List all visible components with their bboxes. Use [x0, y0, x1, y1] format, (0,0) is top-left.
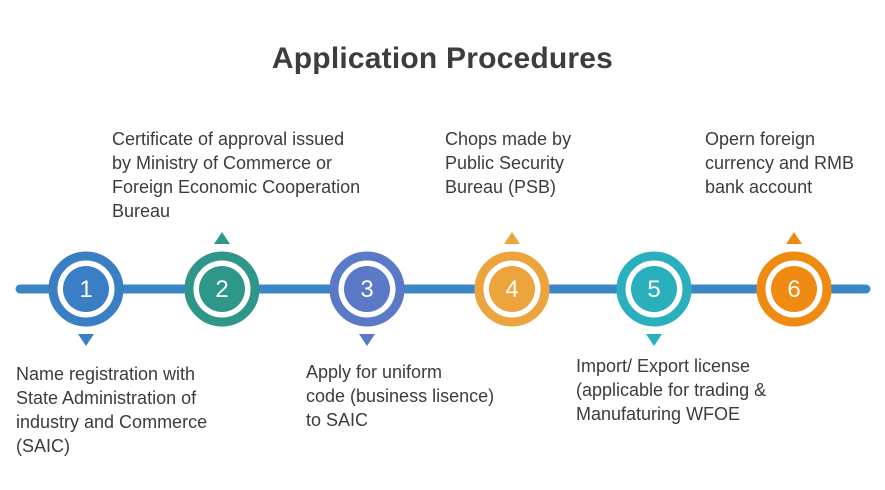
- step-label-line: industry and Commerce: [16, 412, 208, 432]
- step-label-line: to SAIC: [306, 410, 369, 430]
- step-label-line: currency and RMB: [705, 153, 855, 173]
- step-label-line: Bureau: [112, 201, 171, 221]
- pointer-up-icon: [786, 232, 802, 244]
- pointer-down-icon: [359, 334, 375, 346]
- page-title: Application Procedures: [271, 42, 614, 75]
- step-label-line: Name registration with: [16, 364, 196, 384]
- step-label-line: State Administration of: [16, 388, 197, 408]
- step-number: 6: [787, 276, 800, 303]
- step-node-3: 3: [329, 251, 405, 346]
- step-label-3: Apply for uniform code (business lisence)…: [306, 360, 494, 432]
- step-label-line: Foreign Economic Cooperation: [112, 177, 361, 197]
- step-label-line: Import/ Export license: [576, 356, 751, 376]
- pointer-up-icon: [214, 232, 230, 244]
- step-circle: [344, 266, 390, 312]
- pointer-up-icon: [504, 232, 520, 244]
- step-label-line: (SAIC): [16, 436, 70, 456]
- pointer-down-icon: [646, 334, 662, 346]
- step-circle: [63, 266, 109, 312]
- step-node-1: 1: [48, 251, 124, 346]
- step-label-line: code (business lisence): [306, 386, 495, 406]
- step-label-line: Chops made by: [445, 129, 572, 149]
- step-number: 1: [79, 276, 92, 303]
- step-circle: [199, 266, 245, 312]
- step-label-line: Bureau (PSB): [445, 177, 557, 197]
- step-circle: [489, 266, 535, 312]
- step-number: 2: [215, 276, 228, 303]
- step-circle: [771, 266, 817, 312]
- step-label-6: Opern foreign currency and RMB bank accoun…: [705, 127, 854, 199]
- step-node-6: 6: [756, 232, 832, 327]
- step-label-line: Certificate of approval issued: [112, 129, 345, 149]
- step-label-line: by Ministry of Commerce or: [112, 153, 333, 173]
- step-label-5: Import/ Export license (applicable for tr…: [576, 354, 766, 426]
- step-label-line: bank account: [705, 177, 813, 197]
- step-circle: [631, 266, 677, 312]
- step-label-line: Opern foreign: [705, 129, 816, 149]
- step-label-2: Certificate of approval issued by Ministr…: [112, 127, 360, 223]
- step-label-line: (applicable for trading &: [576, 380, 767, 400]
- step-number: 5: [647, 276, 660, 303]
- step-node-5: 5: [616, 251, 692, 346]
- step-label-line: Manufaturing WFOE: [576, 404, 741, 424]
- step-number: 4: [505, 276, 518, 303]
- step-label-line: Public Security: [445, 153, 565, 173]
- step-label-line: Apply for uniform: [306, 362, 443, 382]
- step-node-2: 2: [184, 232, 260, 327]
- pointer-down-icon: [78, 334, 94, 346]
- step-number: 3: [360, 276, 373, 303]
- step-node-4: 4: [474, 232, 550, 327]
